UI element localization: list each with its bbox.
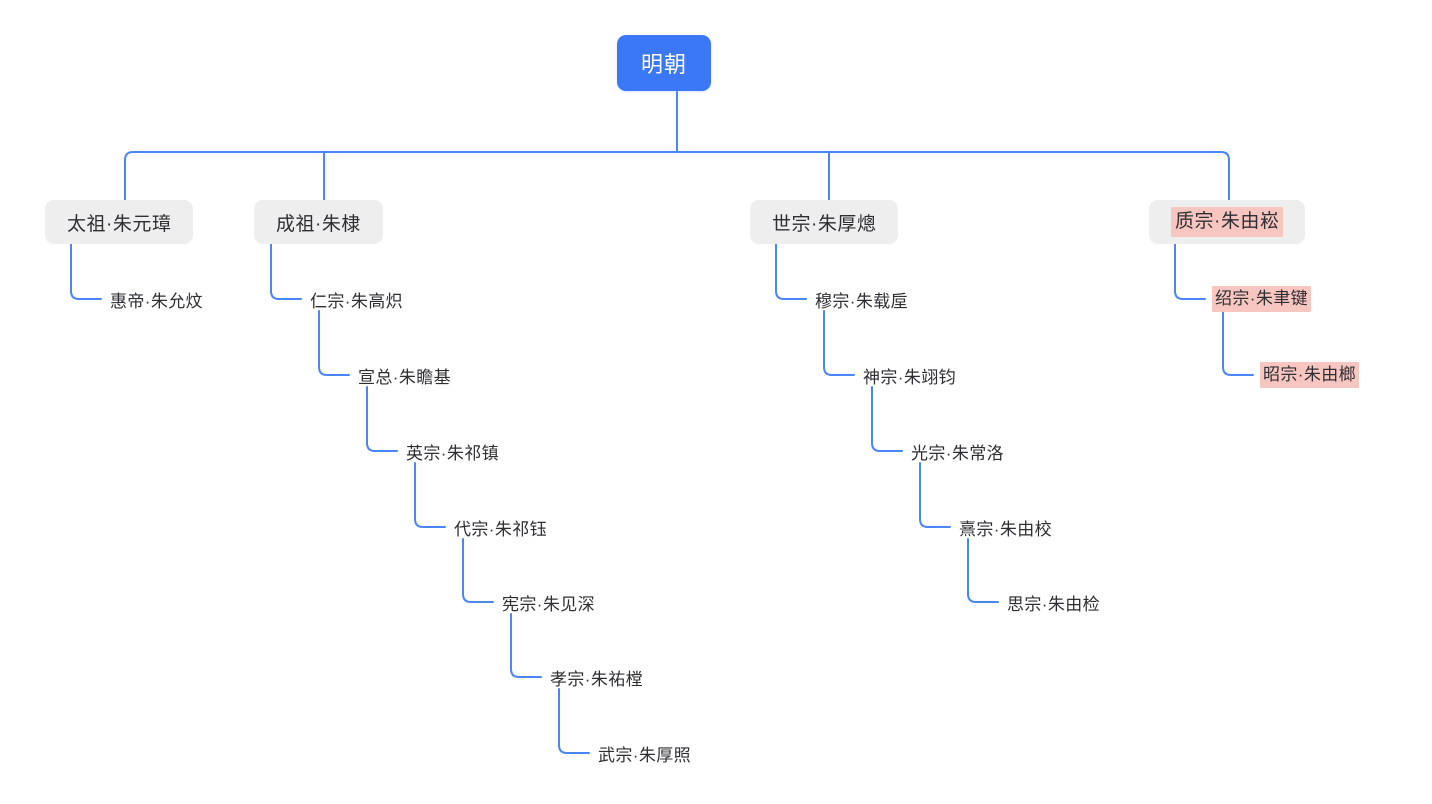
connector-zhizong-2	[1222, 310, 1254, 376]
node-branch-chengzu[interactable]: 成祖·朱棣	[254, 200, 383, 244]
node-root-label: 明朝	[641, 52, 688, 77]
connector-zhizong-1	[1174, 242, 1206, 300]
connector-shizong-4	[919, 462, 951, 528]
node-sizong[interactable]: 思宗·朱由检	[1007, 589, 1100, 615]
node-renzong[interactable]: 仁宗·朱高炽	[310, 286, 403, 312]
node-label: 武宗·朱厚照	[598, 745, 692, 765]
connector-chengzu-3	[366, 386, 398, 452]
node-branch-shizong[interactable]: 世宗·朱厚熜	[750, 200, 899, 244]
node-label: 熹宗·朱由校	[959, 519, 1053, 539]
node-xizong[interactable]: 熹宗·朱由校	[959, 514, 1052, 540]
node-label: 穆宗·朱载垕	[815, 291, 909, 311]
node-label: 昭宗·朱由榔	[1260, 362, 1360, 388]
node-shenzong[interactable]: 神宗·朱翊钧	[863, 362, 956, 388]
connector-shizong-5	[967, 538, 999, 603]
node-label: 仁宗·朱高炽	[310, 291, 404, 311]
node-label: 宪宗·朱见深	[502, 594, 596, 614]
node-label: 宣总·朱瞻基	[358, 367, 452, 387]
connector-shizong-1	[775, 242, 807, 300]
connector-chengzu-1	[270, 242, 302, 300]
node-xuanzong[interactable]: 宣总·朱瞻基	[358, 362, 451, 388]
node-label: 孝宗·朱祐樘	[550, 669, 644, 689]
node-xianzong[interactable]: 宪宗·朱见深	[502, 589, 595, 615]
node-huidi[interactable]: 惠帝·朱允炆	[110, 286, 203, 312]
connector-chengzu-2	[318, 310, 350, 376]
node-root[interactable]: 明朝	[617, 35, 712, 91]
connector-chengzu-4	[414, 462, 446, 528]
node-guangzong[interactable]: 光宗·朱常洛	[911, 438, 1004, 464]
node-yingzong[interactable]: 英宗·朱祁镇	[406, 438, 499, 464]
node-zhaozong[interactable]: 昭宗·朱由榔	[1260, 362, 1360, 388]
connector-chengzu-6	[510, 613, 542, 678]
connector-bus	[124, 151, 1230, 201]
node-label: 成祖·朱棣	[276, 213, 361, 235]
node-label: 世宗·朱厚熜	[772, 213, 877, 235]
connector-chengzu-7	[558, 688, 590, 754]
node-label: 思宗·朱由检	[1007, 594, 1101, 614]
node-branch-zhizong[interactable]: 质宗·朱由崧	[1149, 200, 1306, 244]
connector-chengzu-5	[462, 538, 494, 603]
node-daizong[interactable]: 代宗·朱祁钰	[454, 514, 547, 540]
node-label: 绍宗·朱聿键	[1212, 286, 1312, 312]
node-xiaozong[interactable]: 孝宗·朱祐樘	[550, 664, 643, 690]
node-wuzong[interactable]: 武宗·朱厚照	[598, 740, 691, 766]
node-label: 代宗·朱祁钰	[454, 519, 548, 539]
node-label: 英宗·朱祁镇	[406, 443, 500, 463]
connector-taizu-1	[70, 242, 102, 300]
node-label: 太祖·朱元璋	[67, 213, 172, 235]
node-label: 光宗·朱常洛	[911, 443, 1005, 463]
node-shaozong[interactable]: 绍宗·朱聿键	[1212, 286, 1312, 312]
node-label: 质宗·朱由崧	[1171, 207, 1284, 237]
node-label: 神宗·朱翊钧	[863, 367, 957, 387]
connector-shizong-2	[823, 310, 855, 376]
connector-shizong-3	[871, 386, 903, 452]
node-label: 惠帝·朱允炆	[110, 291, 204, 311]
node-muzong[interactable]: 穆宗·朱载垕	[815, 286, 908, 312]
node-branch-taizu[interactable]: 太祖·朱元璋	[45, 200, 194, 244]
